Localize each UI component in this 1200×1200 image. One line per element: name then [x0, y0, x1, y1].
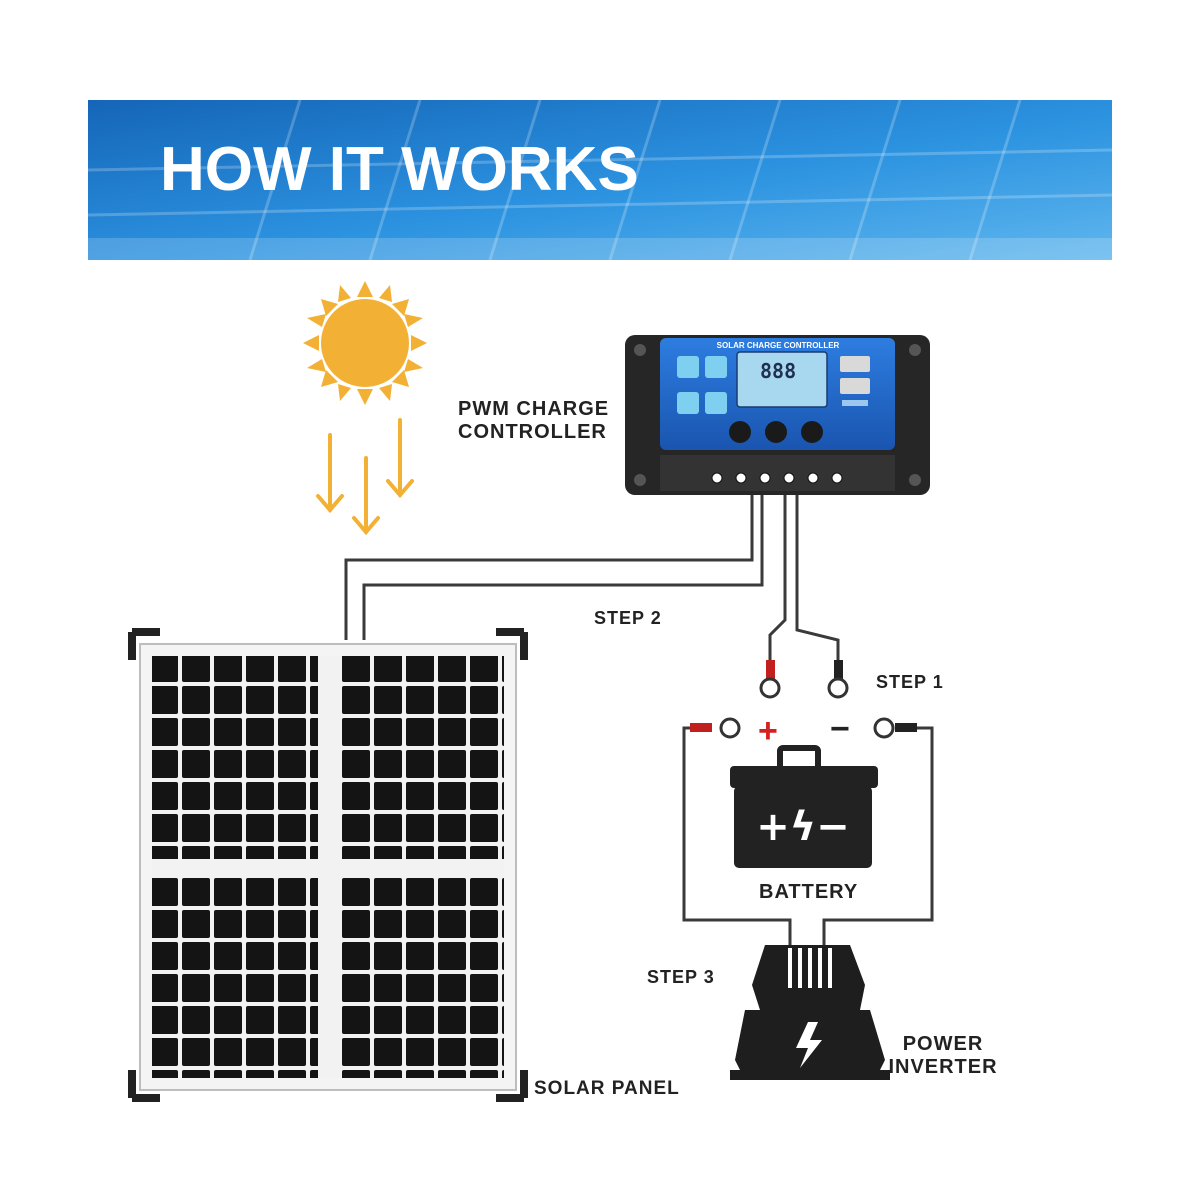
header-banner: HOW IT WORKS [87, 99, 1113, 261]
battery-label: BATTERY [759, 881, 858, 903]
controller-negative-terminal-icon [827, 660, 849, 699]
controller-device-title: SOLAR CHARGE CONTROLLER [717, 341, 840, 350]
sun-icon [303, 281, 427, 405]
inverter-label-line2: INVERTER [888, 1056, 997, 1078]
step-1-label: STEP 1 [876, 672, 944, 692]
power-inverter-icon [730, 945, 890, 1080]
page-title: HOW IT WORKS [160, 135, 639, 204]
sunlight-arrows [316, 418, 414, 536]
charge-controller: SOLAR CHARGE CONTROLLER 888 [625, 335, 930, 495]
battery-icon: +ϟ− [730, 745, 878, 868]
controller-positive-terminal-icon [759, 660, 781, 699]
controller-label-line2: CONTROLLER [458, 421, 607, 443]
positive-sign: + [758, 712, 778, 750]
solar-panel [128, 628, 528, 1102]
negative-sign: − [830, 710, 850, 748]
step-2-label: STEP 2 [594, 608, 662, 628]
battery-symbol: +ϟ− [756, 804, 849, 850]
step-3-label: STEP 3 [647, 967, 715, 987]
inverter-label-line1: POWER [903, 1033, 984, 1055]
controller-lcd-readout: 888 [760, 359, 796, 383]
solar-panel-label: SOLAR PANEL [534, 1078, 680, 1099]
battery-negative-terminal-icon [873, 717, 917, 739]
controller-label-line1: PWM CHARGE [458, 398, 609, 420]
battery-positive-terminal-icon [690, 717, 741, 739]
